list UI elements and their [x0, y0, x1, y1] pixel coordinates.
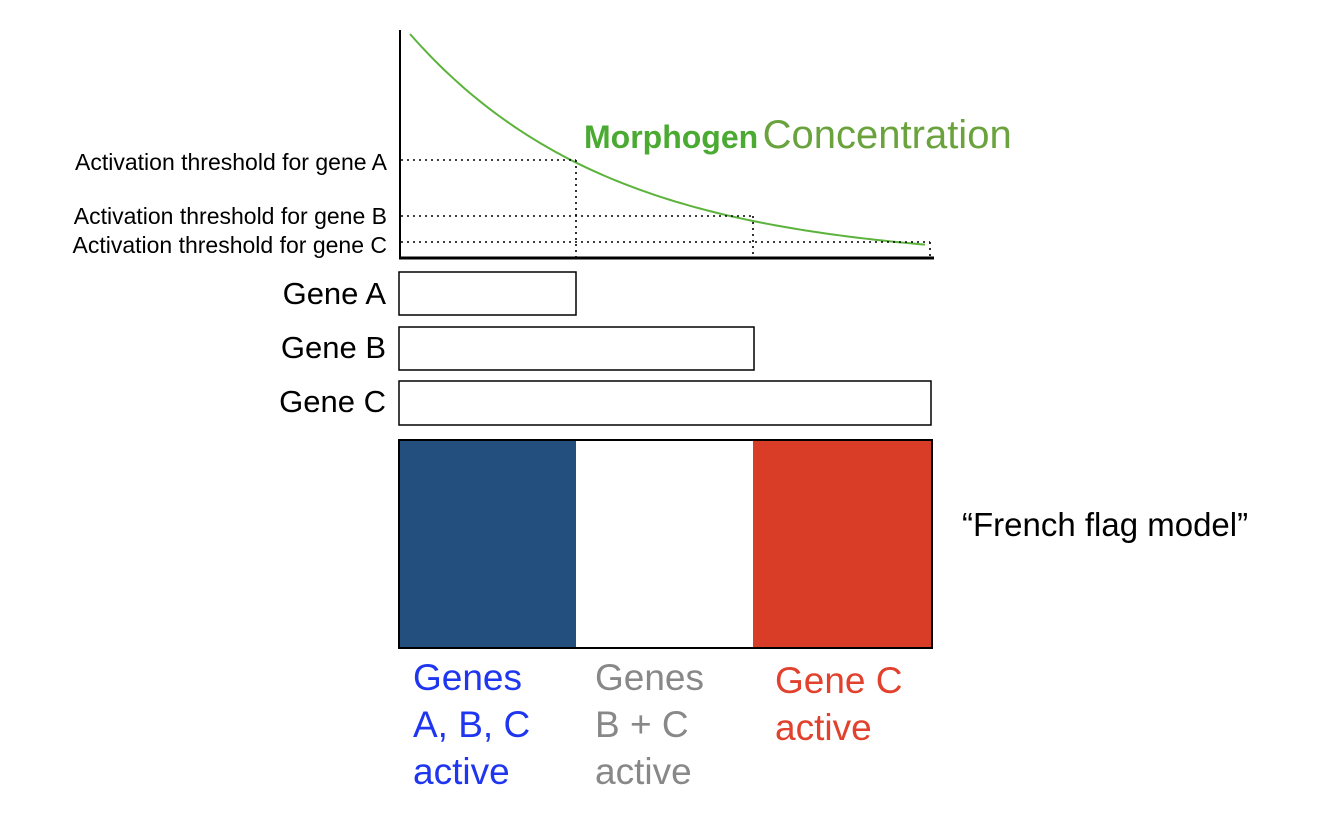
- gene-b-bar: [398, 326, 755, 371]
- threshold-label-gene-a: Activation threshold for gene A: [75, 149, 387, 175]
- french-flag-model-label: “French flag model”: [962, 506, 1249, 543]
- threshold-label-gene-c: Activation threshold for gene C: [72, 232, 387, 258]
- title-concentration: Concentration: [762, 113, 1012, 157]
- gene-label-b: Gene B: [280, 330, 386, 365]
- gene-a-bar: [398, 271, 577, 316]
- gene-c-bar: [398, 380, 932, 426]
- threshold-label-gene-b: Activation threshold for gene B: [73, 203, 387, 229]
- gene-label-a: Gene A: [282, 276, 386, 311]
- threshold-guides: [401, 159, 931, 257]
- flag-stripe-white: [576, 440, 753, 648]
- region-caption-white: Genes B + C active: [595, 657, 705, 792]
- morphogen-concentration-curve: [409, 33, 926, 246]
- flag-stripe-blue: [399, 440, 576, 648]
- flag-border: [398, 439, 933, 649]
- region-caption-blue: Genes A, B, C active: [413, 657, 531, 792]
- gene-label-c: Gene C: [279, 384, 386, 419]
- title-morphogen: Morphogen: [584, 119, 759, 155]
- region-caption-red: Gene C active: [775, 660, 903, 748]
- flag-stripe-red: [753, 440, 932, 648]
- chart-title: Morphogen Concentration: [584, 112, 1012, 167]
